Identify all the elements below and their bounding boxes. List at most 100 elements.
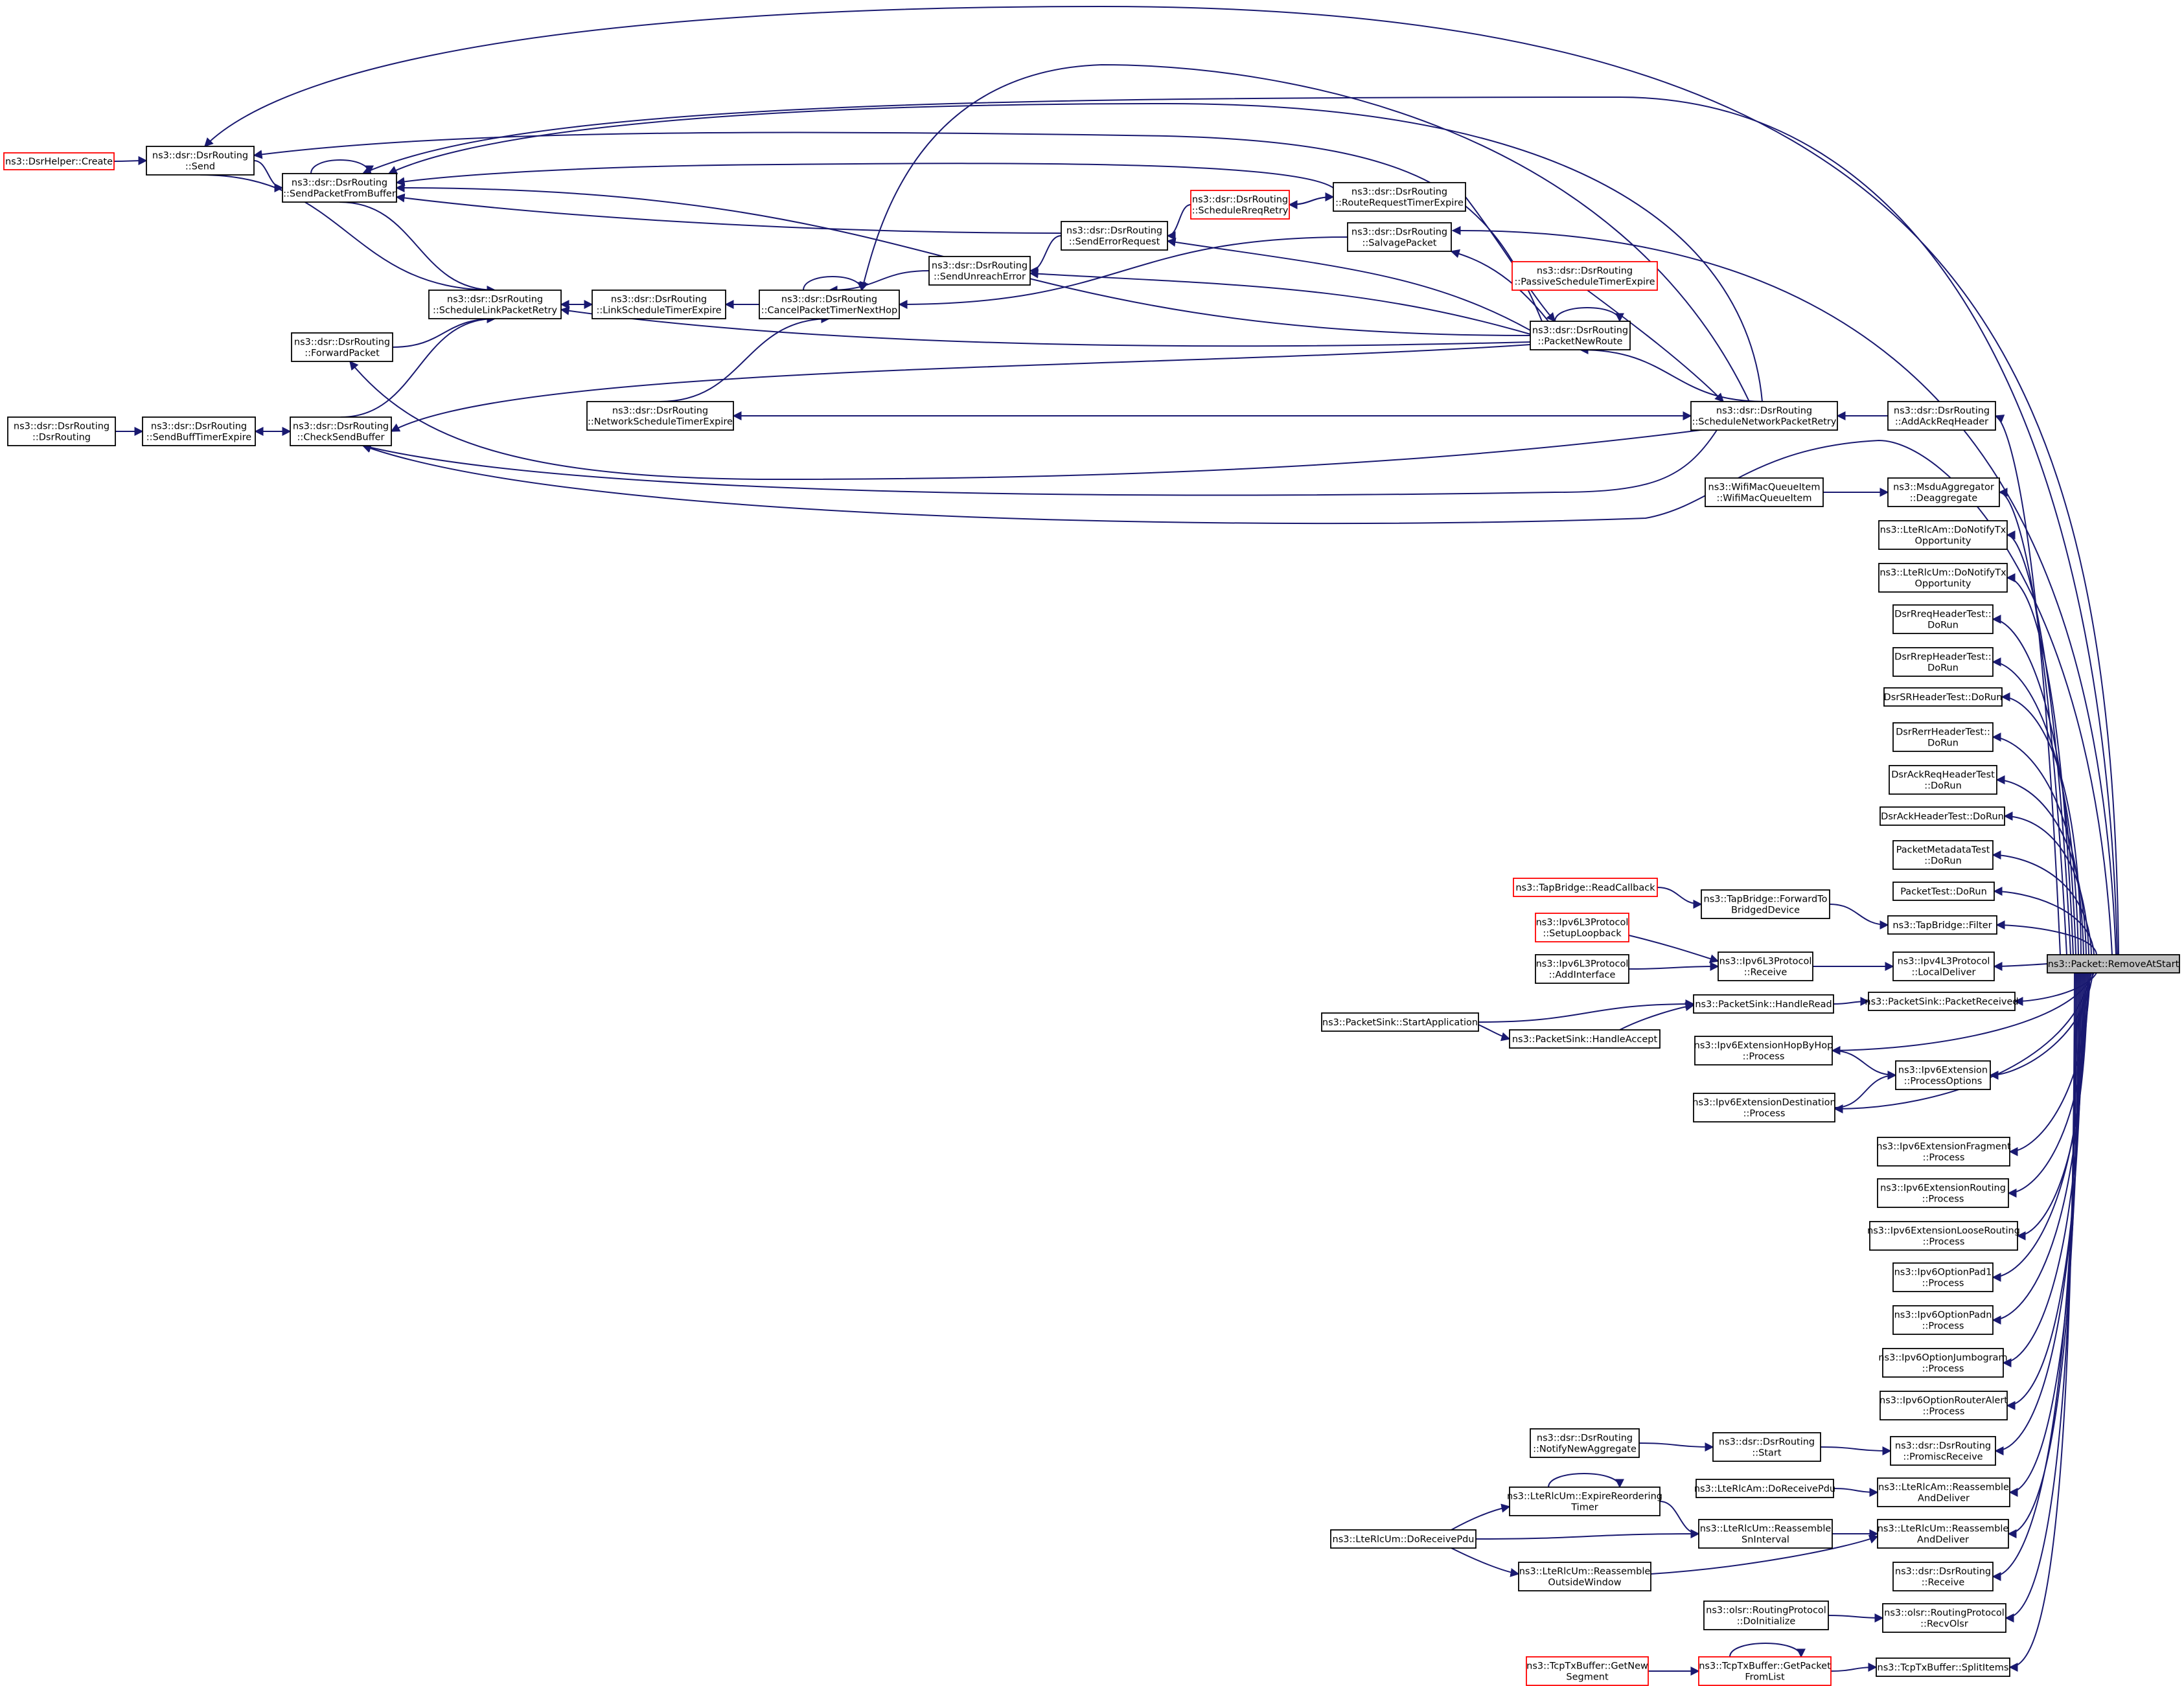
node-label: ::Process [1922, 1279, 1964, 1289]
graph-node-n04[interactable]: ns3::dsr::DsrRouting::ScheduleLinkPacket… [428, 290, 562, 319]
graph-node-n37[interactable]: ns3::Ipv6L3Protocol::AddInterface [1535, 954, 1629, 984]
graph-node-n49[interactable]: ns3::Ipv6ExtensionRouting::Process [1877, 1178, 2009, 1208]
graph-node-n41[interactable]: ns3::PacketSink::StartApplication [1321, 1012, 1479, 1032]
node-label: ns3::dsr::DsrRouting [447, 295, 543, 305]
graph-node-n36[interactable]: ns3::Ipv6L3Protocol::SetupLoopback [1535, 913, 1629, 942]
node-label: ns3::TcpTxBuffer::GetPacket [1699, 1661, 1831, 1672]
call-edge [1166, 237, 1531, 331]
graph-node-n51[interactable]: ns3::Ipv6OptionPad1::Process [1892, 1262, 1994, 1292]
graph-node-n16[interactable]: ns3::dsr::DsrRouting::PassiveScheduleTim… [1512, 261, 1658, 291]
node-label: ::Receive [1744, 968, 1787, 978]
graph-node-n28[interactable]: DsrRerrHeaderTest::DoRun [1892, 722, 1994, 752]
graph-node-n12[interactable]: ns3::dsr::DsrRouting::SendErrorRequest [1061, 221, 1168, 251]
node-box [1321, 1012, 1479, 1032]
call-edge [253, 160, 284, 192]
graph-node-n61[interactable]: ns3::LteRlcUm::DoReceivePdu [1330, 1529, 1477, 1549]
graph-node-n30[interactable]: DsrAckHeaderTest::DoRun [1879, 806, 2005, 826]
graph-node-n09[interactable]: ns3::dsr::DsrRouting::LinkScheduleTimerE… [592, 290, 726, 319]
graph-node-n48[interactable]: ns3::Ipv6ExtensionFragment::Process [1876, 1137, 2011, 1167]
node-label: DsrRreqHeaderTest:: [1894, 609, 1992, 620]
graph-node-n06[interactable]: ns3::dsr::DsrRouting::DsrRouting [7, 416, 116, 446]
graph-node-n39[interactable]: ns3::Ipv4L3Protocol::LocalDeliver [1892, 951, 1995, 981]
node-label: ns3::Ipv6L3Protocol [1536, 918, 1629, 928]
graph-node-n53[interactable]: ns3::Ipv6OptionJumbogram::Process [1878, 1348, 2008, 1378]
graph-node-n56[interactable]: ns3::dsr::DsrRouting::Start [1712, 1432, 1821, 1462]
node-label: ns3::dsr::DsrRouting [611, 295, 707, 305]
graph-node-n26[interactable]: DsrRrepHeaderTest::DoRun [1892, 647, 1994, 677]
graph-node-n18[interactable]: ns3::dsr::DsrRouting::NetworkScheduleTim… [586, 401, 734, 431]
call-edge [362, 439, 2113, 955]
node-label: ::NotifyNewAggregate [1533, 1444, 1637, 1455]
graph-node-n46[interactable]: ns3::Ipv6Extension::ProcessOptions [1895, 1060, 1991, 1090]
graph-node-n07[interactable]: ns3::dsr::DsrRouting::SendBuffTimerExpir… [142, 416, 256, 446]
graph-node-n22[interactable]: ns3::MsduAggregator::Deaggregate [1887, 477, 2000, 507]
graph-node-n08[interactable]: ns3::dsr::DsrRouting::CheckSendBuffer [290, 416, 392, 446]
node-box [3, 152, 115, 170]
graph-node-n44[interactable]: ns3::PacketSink::PacketReceived [1865, 992, 2019, 1011]
node-label: ::Process [1923, 1407, 1965, 1417]
graph-node-n19[interactable]: ns3::dsr::DsrRouting::ScheduleNetworkPac… [1690, 401, 1838, 431]
node-label: ::PacketNewRoute [1538, 337, 1623, 347]
graph-node-n52[interactable]: ns3::Ipv6OptionPadn::Process [1892, 1305, 1994, 1335]
graph-node-n01[interactable]: ns3::DsrHelper::Create [3, 152, 115, 170]
graph-node-n32[interactable]: PacketTest::DoRun [1892, 882, 1995, 901]
node-label: ns3::dsr::DsrRouting [294, 337, 390, 348]
node-box [1877, 1519, 2009, 1549]
graph-node-n55[interactable]: ns3::dsr::DsrRouting::NotifyNewAggregate [1530, 1428, 1640, 1458]
call-edge [1478, 999, 1695, 1023]
graph-node-n38[interactable]: ns3::Ipv6L3Protocol::Receive [1718, 951, 1813, 981]
graph-node-n15[interactable]: ns3::dsr::DsrRouting::SalvagePacket [1347, 222, 1452, 252]
node-label: ::Process [1923, 1153, 1965, 1163]
graph-node-n42[interactable]: ns3::PacketSink::HandleRead [1693, 994, 1834, 1014]
graph-node-n33[interactable]: ns3::TapBridge::ReadCallback [1513, 878, 1658, 897]
graph-node-n03[interactable]: ns3::dsr::DsrRouting::SendPacketFromBuff… [282, 173, 397, 203]
graph-node-n21[interactable]: ns3::WifiMacQueueItem::WifiMacQueueItem [1705, 477, 1824, 507]
graph-node-n66[interactable]: ns3::olsr::RoutingProtocol::DoInitialize [1703, 1601, 1829, 1630]
graph-node-n50[interactable]: ns3::Ipv6ExtensionLooseRouting::Process [1867, 1221, 2020, 1251]
graph-node-n67[interactable]: ns3::olsr::RoutingProtocol::RecvOlsr [1882, 1603, 2006, 1633]
graph-node-n10[interactable]: ns3::dsr::DsrRouting::CancelPacketTimerN… [759, 290, 900, 319]
node-label: ::RouteRequestTimerExpire [1335, 198, 1464, 209]
node-label: ns3::PacketSink::HandleRead [1695, 999, 1832, 1010]
graph-node-n70[interactable]: ns3::TcpTxBuffer::SplitItems [1876, 1658, 2010, 1677]
graph-node-n02[interactable]: ns3::dsr::DsrRouting::Send [146, 146, 255, 176]
graph-node-n58[interactable]: ns3::LteRlcAm::DoReceivePdu [1694, 1479, 1835, 1498]
node-label: FromList [1745, 1672, 1785, 1683]
node-label: Opportunity [1914, 579, 1971, 589]
graph-node-n57[interactable]: ns3::dsr::DsrRouting::PromiscReceive [1890, 1436, 1996, 1466]
graph-node-n45[interactable]: ns3::Ipv6ExtensionHopByHop::Process [1694, 1036, 1833, 1065]
graph-node-n20[interactable]: ns3::dsr::DsrRouting::AddAckReqHeader [1887, 401, 1996, 431]
node-label: ns3::TcpTxBuffer::SplitItems [1878, 1663, 2009, 1673]
graph-node-n05[interactable]: ns3::dsr::DsrRouting::ForwardPacket [291, 332, 393, 362]
graph-node-n54[interactable]: ns3::Ipv6OptionRouterAlert::Process [1879, 1391, 2008, 1420]
graph-node-n29[interactable]: DsrAckReqHeaderTest::DoRun [1889, 765, 1997, 795]
graph-node-n27[interactable]: DsrSRHeaderTest::DoRun [1883, 687, 2003, 707]
graph-node-n17[interactable]: ns3::dsr::DsrRouting::PacketNewRoute [1530, 321, 1631, 350]
graph-node-n43[interactable]: ns3::PacketSink::HandleAccept [1509, 1029, 1661, 1049]
graph-node-n65[interactable]: ns3::dsr::DsrRouting::Receive [1892, 1562, 1994, 1591]
graph-node-n47[interactable]: ns3::Ipv6ExtensionDestination::Process [1692, 1093, 1836, 1122]
call-edge [1992, 850, 2092, 955]
graph-node-n25[interactable]: DsrRreqHeaderTest::DoRun [1892, 604, 1994, 634]
graph-node-n31[interactable]: PacketMetadataTest::DoRun [1892, 840, 1994, 870]
graph-node-n14[interactable]: ns3::dsr::DsrRouting::RouteRequestTimerE… [1333, 182, 1466, 212]
call-edge [204, 5, 2119, 955]
call-edge [253, 131, 1543, 322]
node-box [1883, 687, 2003, 707]
graph-node-n40[interactable]: ns3::Packet::RemoveAtStart [2047, 954, 2180, 974]
graph-node-n11[interactable]: ns3::dsr::DsrRouting::SendUnreachError [928, 256, 1031, 286]
graph-node-n35[interactable]: ns3::TapBridge::Filter [1887, 915, 1997, 935]
node-label: ns3::dsr::DsrRouting [612, 406, 708, 416]
graph-node-n13[interactable]: ns3::dsr::DsrRouting::ScheduleRreqRetry [1190, 190, 1290, 220]
